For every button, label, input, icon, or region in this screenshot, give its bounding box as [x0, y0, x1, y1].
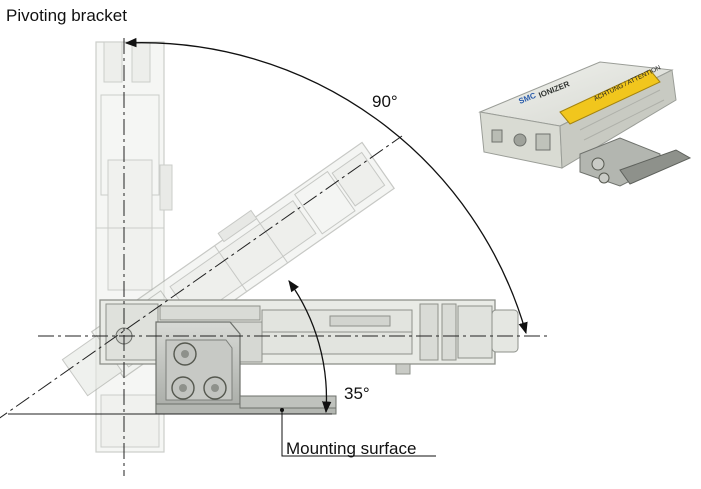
mounting-surface-label: Mounting surface — [286, 439, 417, 458]
product-photo: ACHTUNG / ATTENTION SMC IONIZER — [478, 61, 692, 187]
bracket — [115, 321, 337, 415]
arc-35 — [288, 280, 332, 414]
bolt-icon — [591, 157, 605, 171]
arc-90 — [124, 37, 528, 335]
angle-label-35: 35° — [344, 384, 370, 403]
bolt-icon — [598, 172, 610, 184]
mounting-leader — [281, 410, 436, 457]
angle-label-90: 90° — [372, 92, 398, 111]
warning-label — [559, 69, 661, 125]
diagram-title: Pivoting bracket — [6, 6, 127, 25]
connector-icon — [513, 133, 527, 147]
